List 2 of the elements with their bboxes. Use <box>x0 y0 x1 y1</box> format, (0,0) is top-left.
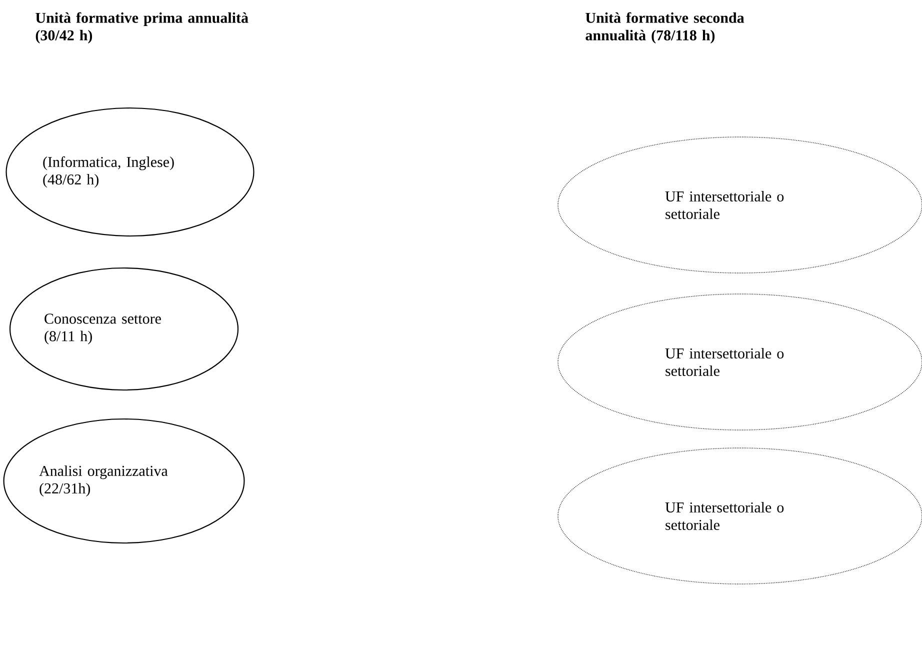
column-heading: Unità formative prima annualità (30/42 h) <box>36 12 248 44</box>
column-heading: Unità formative seconda annualità (78/118 h) <box>586 12 744 44</box>
